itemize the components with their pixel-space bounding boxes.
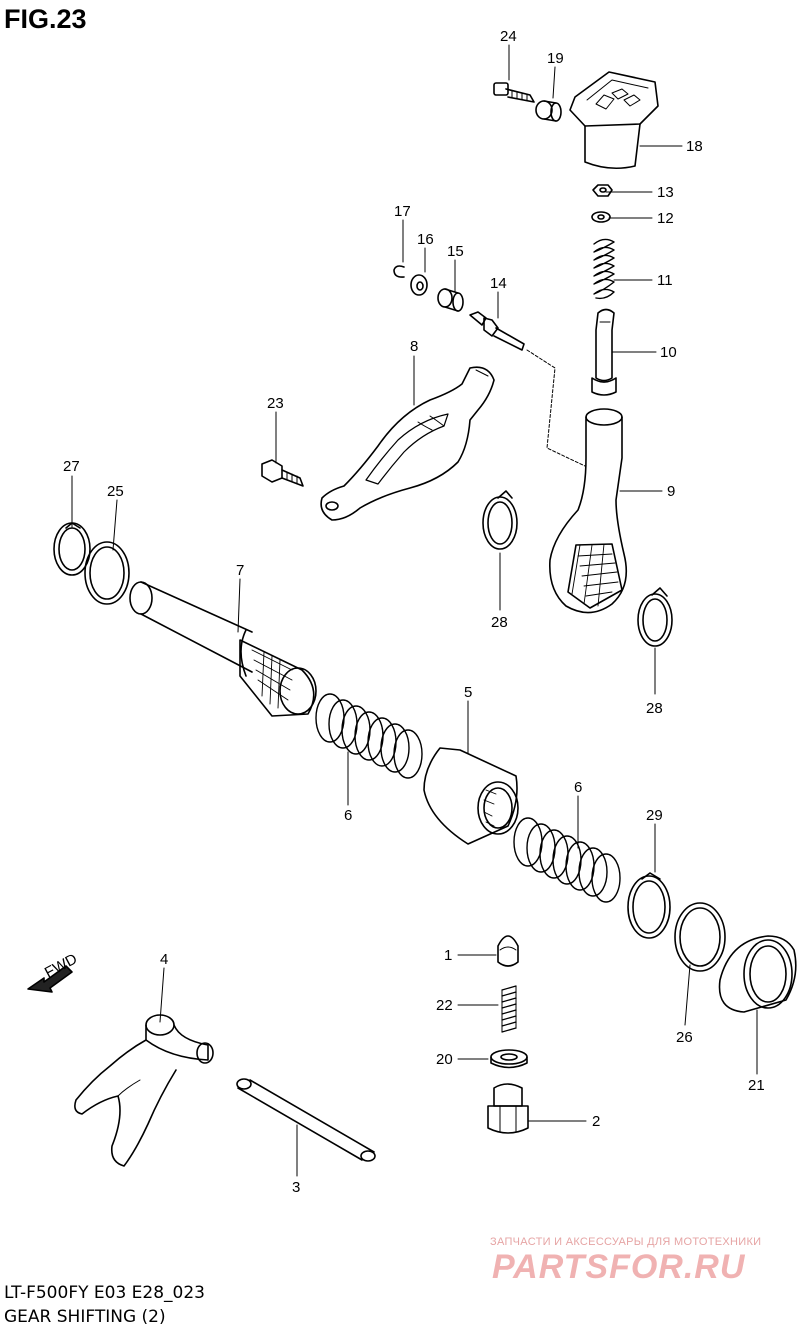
callout-4: 4 [160,951,168,968]
part-19-collar [535,100,562,122]
callout-19: 19 [547,50,564,67]
figure-title: FIG.23 [4,4,87,34]
callout-13: 13 [657,184,674,201]
callout-6-right: 6 [574,779,582,796]
callout-27: 27 [63,458,80,475]
callout-12: 12 [657,210,674,227]
part-10-shaft [591,308,617,396]
part-20-washer [490,1049,528,1069]
part-23-bolt [261,459,304,487]
watermark-brand: PARTSFOR.RU [492,1248,746,1286]
callout-28-lower: 28 [646,700,663,717]
callout-11: 11 [657,272,673,289]
callout-1: 1 [444,947,452,964]
part-24-bolt [493,82,535,103]
callout-21: 21 [748,1077,765,1094]
callout-5: 5 [464,684,472,701]
part-28-circlip-lower [637,587,673,647]
part-21-oil-seal [718,935,797,1013]
watermark-tagline: ЗАПЧАСТИ И АКСЕССУАРЫ ДЛЯ МОТОТЕХНИКИ [490,1236,762,1248]
part-17-clip [393,265,405,278]
callout-20: 20 [436,1051,453,1068]
callout-29: 29 [646,807,663,824]
model-code: LT-F500FY E03 E28_023 [4,1283,205,1303]
callout-15: 15 [447,243,464,260]
part-26-oring [674,902,726,972]
callout-8: 8 [410,338,418,355]
callout-7: 7 [236,562,244,579]
callout-labels: 24 19 18 13 12 17 16 15 14 11 10 8 23 9 … [63,28,765,1196]
leader-lines [71,44,758,1177]
callout-22: 22 [436,997,453,1014]
part-3-rod [236,1078,376,1162]
part-29-circlip [627,872,671,939]
part-16-washer [410,274,428,296]
callout-24: 24 [500,28,517,45]
part-4-shift-fork [74,1014,214,1167]
part-18-pedal-rubber [569,71,659,170]
callout-9: 9 [667,483,675,500]
part-14-pin [469,311,525,351]
part-7-shaft [129,581,317,717]
callout-23: 23 [267,395,284,412]
callout-26: 26 [676,1029,693,1046]
part-28-circlip-upper [482,490,518,550]
callout-10: 10 [660,344,677,361]
callout-14: 14 [490,275,507,292]
part-11-spring [593,238,615,300]
part-25-oring [84,541,130,605]
part-15-collar [437,288,464,312]
part-2-plug [487,1083,529,1134]
part-5-collar [423,747,519,845]
part-6-spring-left [315,693,423,779]
part-22-spring [501,985,517,1033]
part-6-spring-right [513,817,621,903]
callout-28-upper: 28 [491,614,508,631]
callout-17: 17 [394,203,411,220]
part-1-cap [497,935,519,967]
callout-16: 16 [417,231,434,248]
callout-6-left: 6 [344,807,352,824]
part-12-washer [591,211,611,223]
part-8-shift-lever [320,366,495,521]
part-13-nut [592,184,613,197]
callout-3: 3 [292,1179,300,1196]
section-title: GEAR SHIFTING (2) [4,1307,166,1327]
callout-2: 2 [592,1113,600,1130]
callout-18: 18 [686,138,703,155]
part-27-circlip [53,522,91,576]
fwd-arrow-icon: FWD [27,950,80,993]
callout-25: 25 [107,483,124,500]
part-9-shift-arm [549,408,628,614]
